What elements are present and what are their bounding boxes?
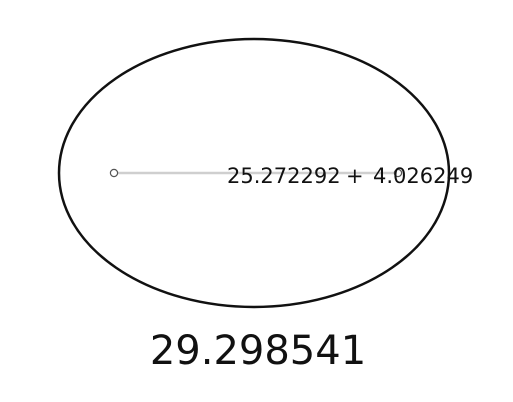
slider-handle-left[interactable] [109,168,119,178]
result-value: 29.298541 [150,328,366,374]
expression-term-a: 25.272292 [227,164,341,188]
ellipse-outline [57,37,451,309]
expression-operator: + [346,164,364,188]
expression-term-b: 4.026249 [373,164,473,188]
slider-handle-right[interactable] [393,168,403,178]
